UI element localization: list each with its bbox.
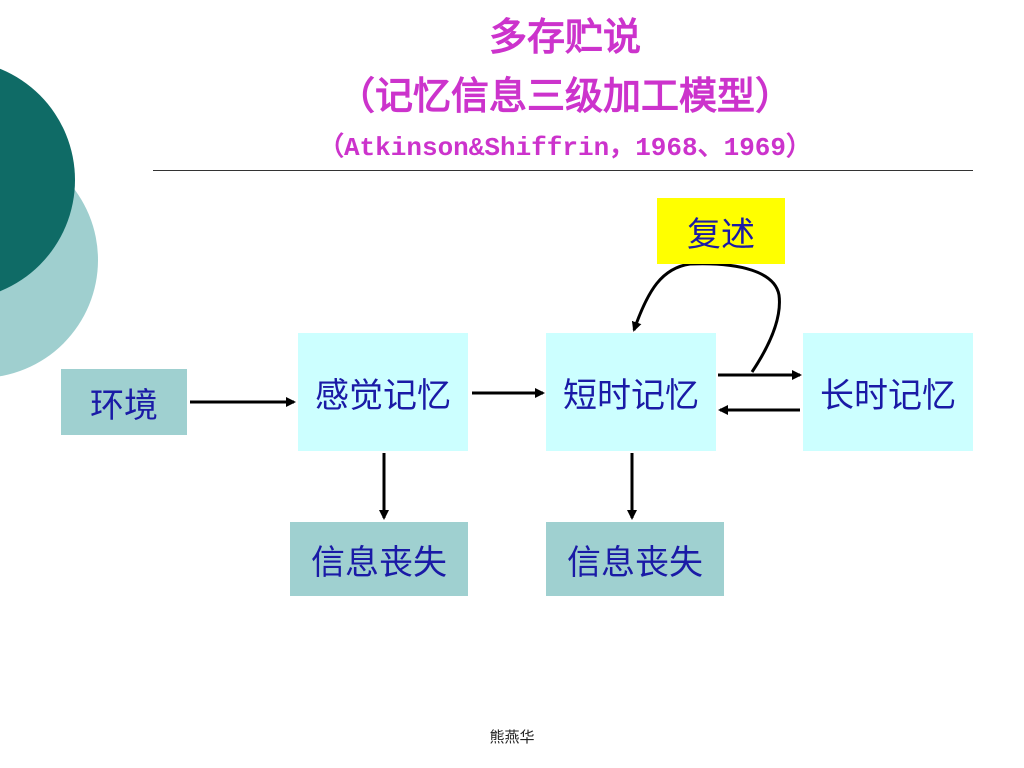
title-divider — [153, 170, 973, 171]
title-subtitle: （记忆信息三级加工模型） — [336, 73, 793, 118]
info-loss-short-term-box: 信息丧失 — [546, 522, 724, 596]
environment-box: 环境 — [61, 369, 187, 435]
sensory-memory-box: 感觉记忆 — [298, 333, 468, 451]
short-term-memory-box: 短时记忆 — [546, 333, 716, 451]
dark-teal-circle — [0, 68, 75, 292]
info-loss-sensory-box: 信息丧失 — [290, 522, 468, 596]
long-term-memory-box: 长时记忆 — [803, 333, 973, 451]
title-citation: （Atkinson&Shiffrin，1968、1969） — [317, 133, 813, 163]
title-main: 多存贮说 — [488, 14, 641, 59]
rehearsal-box: 复述 — [657, 198, 785, 264]
footer-author: 熊燕华 — [489, 728, 535, 746]
